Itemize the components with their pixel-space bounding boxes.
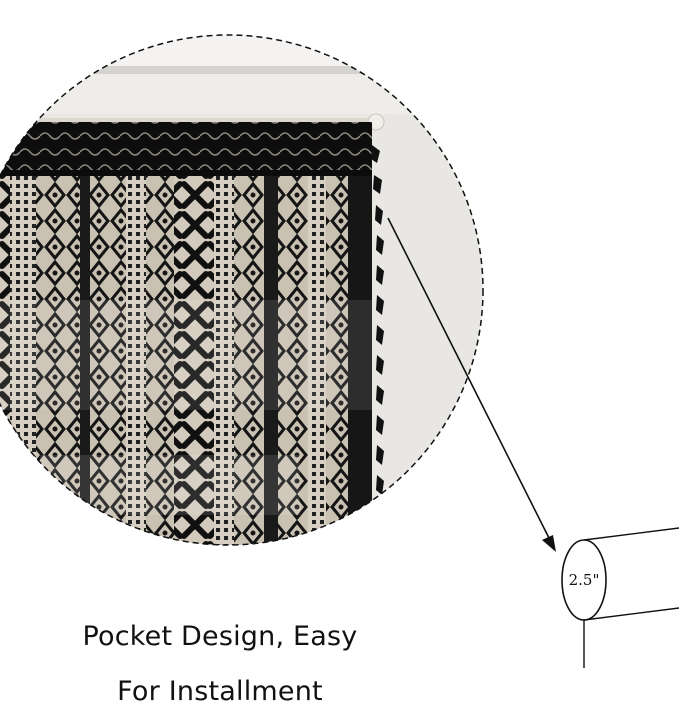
dashed-circle-outline [0,34,484,546]
pointer-arrow [387,217,556,552]
pocket-size-label: 2.5" [569,571,600,589]
caption-line-1: Pocket Design, Easy [82,621,358,652]
caption-line-2: For Installment [117,676,323,707]
lace-curtain-panel [0,122,384,545]
curtain-photo [0,35,483,545]
rod-pocket-diagram: 2.5" [561,527,679,668]
